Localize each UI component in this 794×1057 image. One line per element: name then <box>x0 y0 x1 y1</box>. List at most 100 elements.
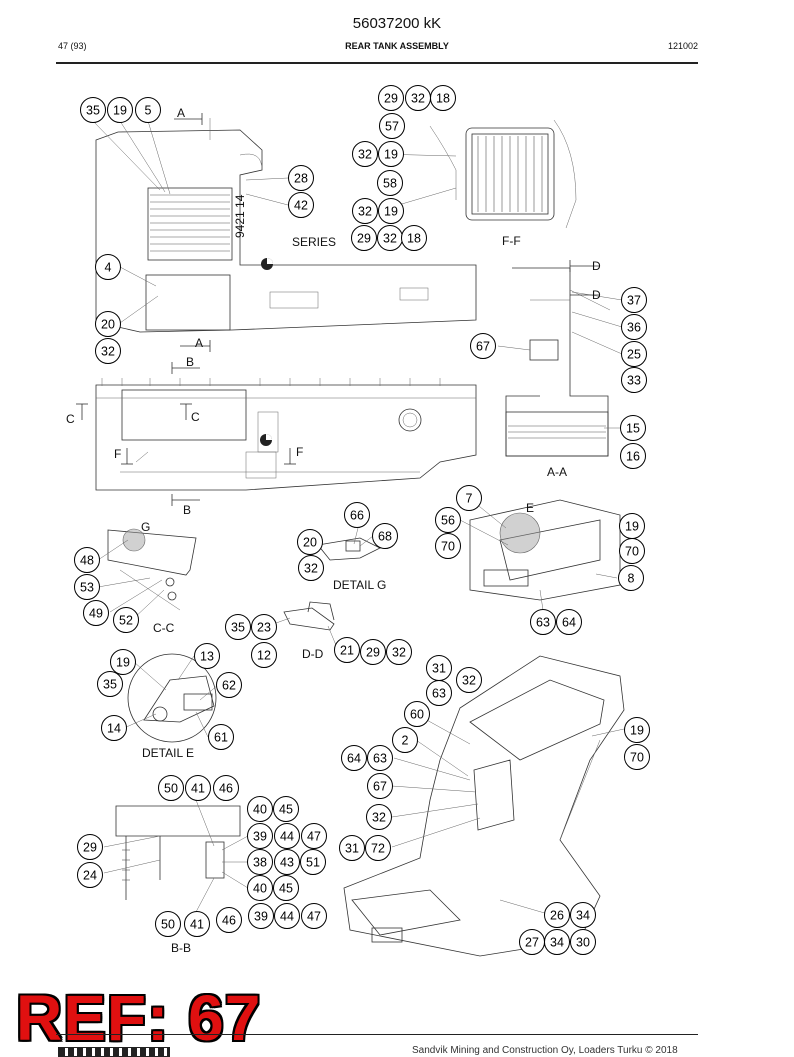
part-bubble-label: 32 <box>101 345 115 359</box>
part-bubble-label: 38 <box>253 856 267 870</box>
part-bubble-64: 64 <box>341 745 367 771</box>
part-bubble-8: 8 <box>618 565 644 591</box>
part-bubble-label: 20 <box>101 318 115 332</box>
part-bubble-circle <box>456 485 482 511</box>
part-bubble-29: 29 <box>378 85 404 111</box>
part-bubble-28: 28 <box>288 165 314 191</box>
part-bubble-46: 46 <box>216 907 242 933</box>
part-bubble-circle <box>247 823 273 849</box>
part-bubble-label: 43 <box>280 856 294 870</box>
section-letter-b-top: B <box>186 355 194 369</box>
part-bubble-29: 29 <box>77 834 103 860</box>
part-bubble-circle <box>378 198 404 224</box>
part-bubble-label: 45 <box>279 803 293 817</box>
part-bubble-label: 35 <box>86 104 100 118</box>
part-bubble-circle <box>377 170 403 196</box>
part-bubble-circle <box>77 862 103 888</box>
part-bubble-circle <box>341 745 367 771</box>
part-bubble-21: 21 <box>334 637 360 663</box>
view-label-dd: D-D <box>302 647 324 661</box>
part-bubble-47: 47 <box>301 903 327 929</box>
part-bubble-20: 20 <box>297 529 323 555</box>
part-bubble-label: 32 <box>383 232 397 246</box>
part-bubble-circle <box>251 642 277 668</box>
part-bubble-44: 44 <box>274 823 300 849</box>
part-bubble-label: 27 <box>525 936 539 950</box>
part-bubble-51: 51 <box>300 849 326 875</box>
part-bubble-label: 46 <box>222 914 236 928</box>
part-bubble-label: 18 <box>436 92 450 106</box>
part-bubble-label: 41 <box>190 918 204 932</box>
part-bubble-58: 58 <box>377 170 403 196</box>
series-bolts <box>101 378 441 386</box>
part-bubble-label: 72 <box>371 842 385 856</box>
footer-rule <box>56 1034 698 1035</box>
part-bubble-circle <box>360 639 386 665</box>
part-bubble-circle <box>570 929 596 955</box>
part-bubble-label: 25 <box>627 348 641 362</box>
part-bubble-circle <box>401 225 427 251</box>
part-bubble-34: 34 <box>544 929 570 955</box>
part-bubble-14: 14 <box>101 715 127 741</box>
part-bubble-label: 23 <box>257 621 271 635</box>
part-bubble-67: 67 <box>367 773 393 799</box>
part-bubble-circle <box>618 565 644 591</box>
part-bubble-label: 21 <box>340 644 354 658</box>
part-bubble-53: 53 <box>74 574 100 600</box>
part-bubble-circle <box>619 538 645 564</box>
part-bubble-label: 29 <box>384 92 398 106</box>
part-bubble-circle <box>621 367 647 393</box>
part-bubble-50: 50 <box>155 911 181 937</box>
part-bubble-32: 32 <box>352 141 378 167</box>
part-bubble-label: 31 <box>345 842 359 856</box>
part-bubble-label: 32 <box>358 205 372 219</box>
part-bubble-circle <box>530 609 556 635</box>
part-bubble-32: 32 <box>366 804 392 830</box>
part-bubble-circle <box>113 607 139 633</box>
part-bubble-label: 36 <box>627 321 641 335</box>
view-label-ff: F-F <box>502 234 521 248</box>
part-bubble-label: 68 <box>378 530 392 544</box>
part-bubble-circle <box>216 672 242 698</box>
part-bubble-circle <box>208 724 234 750</box>
part-bubble-circle <box>77 834 103 860</box>
part-bubble-label: 29 <box>366 646 380 660</box>
part-bubble-label: 46 <box>219 782 233 796</box>
part-bubble-39: 39 <box>247 823 273 849</box>
detail-e-drawing <box>127 653 217 743</box>
view-label-aa: A-A <box>547 465 567 479</box>
part-bubble-label: 40 <box>253 803 267 817</box>
part-bubble-45: 45 <box>273 796 299 822</box>
part-bubble-circle <box>544 902 570 928</box>
part-bubble-label: 32 <box>392 646 406 660</box>
part-bubble-12: 12 <box>251 642 277 668</box>
part-bubble-label: 32 <box>358 148 372 162</box>
view-label-bb: B-B <box>171 941 191 955</box>
part-bubble-19: 19 <box>110 649 136 675</box>
part-bubble-label: 42 <box>294 199 308 213</box>
part-bubble-label: 64 <box>347 752 361 766</box>
part-bubble-circle <box>288 165 314 191</box>
part-bubble-circle <box>274 903 300 929</box>
part-bubble-40: 40 <box>247 875 273 901</box>
part-bubble-7: 7 <box>456 485 482 511</box>
serial-number-label: 9421 14 <box>233 194 247 238</box>
part-bubble-label: 60 <box>410 708 424 722</box>
main-tank-top-view <box>95 118 477 333</box>
part-bubble-label: 7 <box>466 492 473 506</box>
part-bubble-circle <box>107 97 133 123</box>
view-label-cc: C-C <box>153 621 175 635</box>
part-bubble-circle <box>101 715 127 741</box>
part-bubble-44: 44 <box>274 903 300 929</box>
part-bubble-label: 51 <box>306 856 320 870</box>
part-bubble-label: 63 <box>432 687 446 701</box>
part-bubble-label: 19 <box>384 148 398 162</box>
part-bubble-circle <box>379 113 405 139</box>
part-bubble-circle <box>213 775 239 801</box>
part-bubble-2: 2 <box>392 727 418 753</box>
part-bubble-35: 35 <box>225 614 251 640</box>
part-bubble-circle <box>110 649 136 675</box>
part-bubble-29: 29 <box>360 639 386 665</box>
part-bubble-circle <box>339 835 365 861</box>
part-bubble-68: 68 <box>372 523 398 549</box>
